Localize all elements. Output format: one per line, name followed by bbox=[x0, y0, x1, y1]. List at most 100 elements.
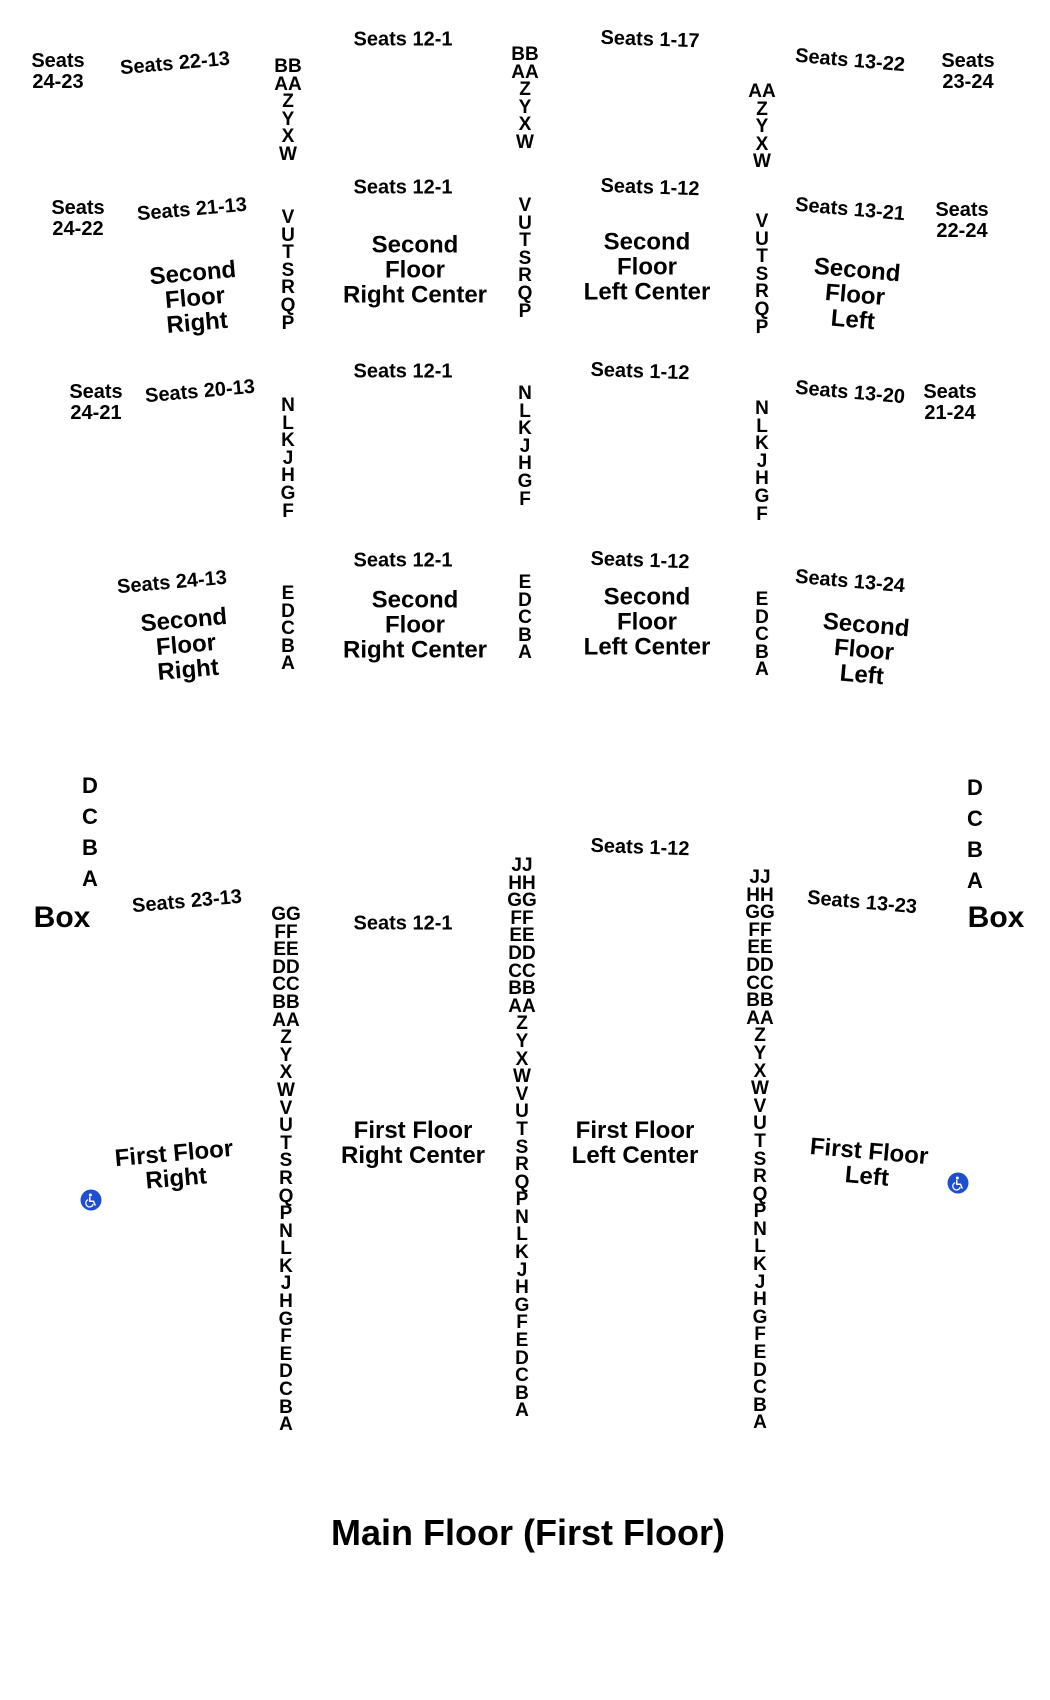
section-name[interactable]: Second Floor Right bbox=[148, 255, 238, 340]
row-letter: Y bbox=[515, 1030, 529, 1052]
section-name[interactable]: First Floor Right bbox=[113, 1134, 235, 1195]
row-letter: JJ bbox=[511, 855, 533, 876]
row-letter: A bbox=[279, 1414, 293, 1436]
row-letter: A bbox=[753, 1412, 767, 1434]
row-letter: V bbox=[518, 195, 532, 216]
row-letter: S bbox=[753, 1148, 767, 1170]
section-name[interactable]: Second Floor Left Center bbox=[583, 583, 711, 661]
row-letter: C bbox=[281, 618, 295, 640]
row-letter: R bbox=[518, 265, 532, 287]
box-section-label[interactable]: Box bbox=[967, 901, 1025, 934]
row-letter: P bbox=[755, 316, 769, 338]
seat-range-label: Seats 1-12 bbox=[590, 358, 690, 385]
row-letter: U bbox=[279, 1115, 293, 1137]
row-letter: S bbox=[755, 263, 769, 285]
row-letter: BB bbox=[272, 991, 300, 1013]
row-letter: H bbox=[755, 468, 769, 490]
row-letter: J bbox=[282, 447, 294, 469]
row-letter: FF bbox=[274, 921, 298, 943]
row-letter: P bbox=[518, 300, 532, 322]
row-letter: Q bbox=[517, 282, 533, 304]
row-letter: C bbox=[755, 624, 769, 646]
section-name[interactable]: Second Floor Left Center bbox=[583, 228, 711, 306]
row-letter: X bbox=[281, 126, 295, 148]
wheelchair-icon bbox=[80, 1189, 102, 1211]
row-letter: D bbox=[755, 606, 769, 628]
row-letter: K bbox=[515, 1242, 529, 1264]
box-row-letter: C bbox=[82, 804, 98, 829]
row-letter: V bbox=[755, 211, 769, 232]
row-letter: L bbox=[519, 400, 531, 422]
seat-range-label: Seats 24-21 bbox=[69, 381, 123, 424]
row-letter: D bbox=[281, 600, 295, 622]
row-letter: K bbox=[279, 1255, 293, 1277]
row-letter: L bbox=[754, 1236, 766, 1258]
row-letter: B bbox=[281, 635, 295, 657]
seat-range-label: Seats 21-24 bbox=[923, 381, 977, 424]
row-letter: C bbox=[518, 607, 532, 629]
row-letter: GG bbox=[507, 890, 537, 912]
row-letter: L bbox=[280, 1238, 292, 1260]
row-letter: HH bbox=[746, 884, 774, 906]
section-name[interactable]: First Floor Left Center bbox=[571, 1117, 699, 1169]
row-letter: DD bbox=[746, 954, 774, 976]
row-letter: C bbox=[515, 1365, 529, 1387]
row-letter: T bbox=[756, 246, 768, 268]
row-letter: Y bbox=[279, 1044, 293, 1066]
section-name[interactable]: First Floor Right Center bbox=[341, 1117, 485, 1169]
section-name[interactable]: Second Floor Right Center bbox=[343, 231, 487, 309]
row-letter: N bbox=[515, 1206, 529, 1228]
seat-range-label: Seats 12-1 bbox=[353, 176, 453, 199]
seat-range-label: Seats 13-20 bbox=[794, 376, 906, 409]
row-letter: Y bbox=[281, 108, 295, 130]
row-letter: Y bbox=[755, 116, 769, 138]
row-letter: DD bbox=[272, 956, 300, 978]
row-letter: JJ bbox=[749, 867, 771, 888]
seat-range-label: Seats 1-12 bbox=[590, 547, 690, 574]
seat-range-label: Seats 12-1 bbox=[353, 912, 453, 935]
row-letter: F bbox=[519, 488, 531, 510]
row-letter: CC bbox=[746, 972, 774, 994]
row-letter: G bbox=[514, 1294, 530, 1316]
row-letter: J bbox=[754, 1271, 766, 1293]
row-letter: R bbox=[281, 277, 295, 299]
row-letter: K bbox=[281, 430, 295, 452]
seat-range-label: Seats 22-13 bbox=[119, 47, 231, 80]
row-letter: P bbox=[753, 1201, 767, 1223]
row-letter: BB bbox=[508, 978, 536, 1000]
row-letter: K bbox=[518, 418, 532, 440]
row-letter: A bbox=[515, 1400, 529, 1422]
row-letter: EE bbox=[509, 925, 535, 947]
row-letter: AA bbox=[508, 995, 536, 1017]
section-name[interactable]: First Floor Left bbox=[808, 1132, 930, 1192]
row-letter: V bbox=[281, 207, 295, 228]
row-letter: Z bbox=[282, 91, 294, 113]
row-letter: Q bbox=[752, 1183, 768, 1205]
row-letter: FF bbox=[510, 907, 534, 929]
row-letter: S bbox=[281, 259, 295, 281]
row-letter: C bbox=[753, 1377, 767, 1399]
section-name[interactable]: Second Floor Left bbox=[812, 252, 902, 336]
row-letter: E bbox=[518, 572, 532, 593]
row-letter: K bbox=[753, 1254, 767, 1276]
section-name[interactable]: Second Floor Left bbox=[821, 607, 911, 691]
box-section-label[interactable]: Box bbox=[33, 901, 91, 934]
section-name[interactable]: Second Floor Right bbox=[139, 602, 229, 687]
box-row-letter: D bbox=[82, 773, 98, 798]
section-name[interactable]: Second Floor Right Center bbox=[343, 586, 487, 664]
row-letter: W bbox=[279, 143, 297, 165]
row-letter: AA bbox=[746, 1007, 774, 1029]
row-letter: H bbox=[753, 1289, 767, 1311]
box-row-letter: A bbox=[82, 866, 98, 891]
row-letter: CC bbox=[272, 974, 300, 996]
seat-range-label: Seats 24-13 bbox=[116, 566, 228, 599]
row-letter: Q bbox=[514, 1171, 530, 1193]
